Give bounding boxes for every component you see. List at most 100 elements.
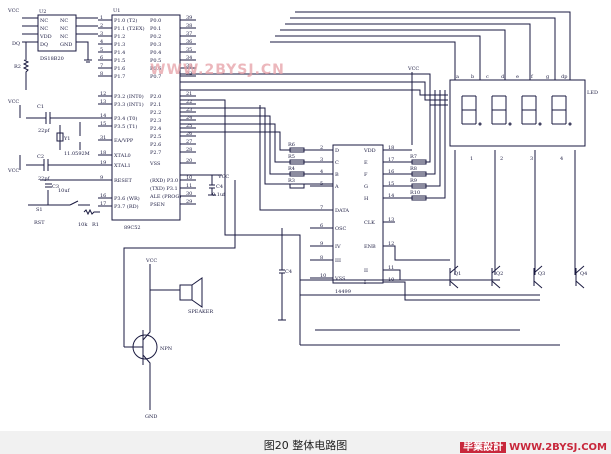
transistor-label: Q2 [496,271,503,277]
mcu-pin-num-left: 5 [100,47,103,53]
driver-pin-label-right: VDD [363,148,376,154]
mcu-pin-label-left: XTAL0 [114,153,131,159]
resistor-label-left: R6 [288,142,295,148]
mcu-pin-label-right: VSS [149,161,161,167]
driver-pin-label-right: ENB [364,244,376,250]
mcu-pin-label-right: P0.4 [150,50,161,56]
mcu-pin-num-right: 39 [186,15,192,21]
driver-pin-num-left: 10 [320,273,326,279]
resistor-label-right: R8 [410,166,417,172]
mcu-pin-num-right: 26 [186,131,192,137]
transistor-symbol [449,265,459,289]
seven-seg-dp [538,122,542,126]
driver-pin-num-right: 12 [388,241,394,247]
driver-pin-num-left: 8 [320,255,323,261]
segment-label: d [501,74,505,80]
driver-ref: 14499 [335,289,351,295]
mcu-pin-num-right: 36 [186,39,192,45]
sensor-pin-nc4: NC [60,26,68,32]
segment-label: g [546,74,550,80]
digit-number: 1 [470,156,473,162]
sensor-ref: U2 [39,9,46,15]
driver-pin-num-left: 4 [320,169,323,175]
mcu-pin-num-left: 12 [100,91,106,97]
mcu-pin-label-left: RESET [114,178,132,184]
transistor-label: Q4 [580,271,587,277]
mcu-pin-num-right: 37 [186,31,192,37]
seven-seg-digit [521,95,537,125]
mcu-pin-label-right: P2.2 [150,110,161,116]
resistor-left [289,183,305,189]
crystal-value: 11.0592M [64,151,90,157]
mcu-pin-num-right: 30 [186,191,192,197]
driver-pin-label-left: III [335,258,341,264]
digit-number: 3 [530,156,533,162]
resistor-label-left: R3 [288,178,295,184]
mcu-pin-num-right: 20 [186,158,192,164]
mcu-pin-label-right: P0.6 [150,66,161,72]
mcu-pin-num-left: 31 [100,135,106,141]
driver-pin-num-right: 11 [388,265,394,271]
segment-label: c [486,74,489,80]
digit-number: 4 [560,156,563,162]
vcc-label-buzzer: VCC [145,258,157,264]
mcu-pin-label-right: P0.0 [150,18,161,24]
driver-pin-label-left: A [334,184,339,190]
mcu-pin-label-left: P1.2 [114,34,125,40]
caption-bar [0,431,611,454]
mcu-pin-num-right: 27 [186,139,192,145]
gnd-label: GND [145,414,157,420]
mcu-pin-num-right: 22 [186,99,192,105]
r1-value: 10k [78,222,88,228]
mcu-pin-label-right: P2.4 [150,126,161,132]
reset-circuit: VCC C3 10uf S1 RST R1 10k [7,168,112,228]
watermark-text: WWW.2BYSJ.CN [150,62,285,78]
mcu-pin-num-left: 3 [100,31,103,37]
mcu-pin-label-right: P2.3 [150,118,161,124]
mcu-89c52: U1 89C52 P1.0 (T2)1P1.1 (T2EX)2P1.23P1.3… [98,8,196,231]
sensor-pin-nc3: NC [60,18,68,24]
driver-pin-label-right: F [364,172,368,178]
driver-pin-label-right: CLK [364,220,375,226]
mcu-pin-num-left: 16 [100,193,106,199]
driver-pin-num-left: 7 [320,205,323,211]
resistor-label-left: R4 [288,166,295,172]
driver-pin-label-left: OSC [335,226,347,232]
driver-pin-label-right: H [364,196,369,202]
mcu-pin-num-right: 29 [186,199,192,205]
mcu-pin-num-right: 10 [186,175,192,181]
mcu-pin-label-right: PSEN [150,202,165,208]
driver-pin-label-left: IV [335,244,341,250]
digit-number: 2 [500,156,503,162]
mcu-pin-label-left: XTAL1 [114,163,131,169]
mcu-pin-num-left: 7 [100,63,103,69]
vcc-label-driver: VCC [407,66,419,72]
vcc-label-reset: VCC [7,168,19,174]
vcc-label-mcu: VCC [217,174,229,180]
driver-pin-label-right: II [364,268,368,274]
mcu-pin-label-left: P1.0 (T2) [114,17,137,24]
sensor-pin-nc1: NC [40,18,48,24]
segment-label: a [456,74,459,80]
mcu-pin-num-left: 17 [100,201,106,207]
mcu-pin-label-left: EA/VPP [114,138,134,144]
resistor-label-right: R10 [410,190,420,196]
mcu-pin-label-right: P2.7 [150,150,161,156]
sensor-part: DS18B20 [40,56,64,62]
driver-pin-num-right: 18 [388,145,394,151]
mcu-pin-num-right: 23 [186,107,192,113]
driver-pin-label-left: B [335,172,339,178]
vcc-label-sensor: VCC [7,8,19,14]
mcu-pin-label-right: P0.5 [150,58,161,64]
ds18b20-sensor: U2 NC NC VDD DQ NC NC NC GND DS18B20 VCC… [7,8,98,90]
driver-pin-num-left: 9 [320,241,323,247]
sensor-dq-label: DQ [12,41,20,47]
c4-driver-label: C4 [285,269,292,275]
mcu-pin-label-left: P3.7 (RD) [114,203,139,210]
mcu-decoupling: C4 0.1uf VCC [180,174,229,198]
